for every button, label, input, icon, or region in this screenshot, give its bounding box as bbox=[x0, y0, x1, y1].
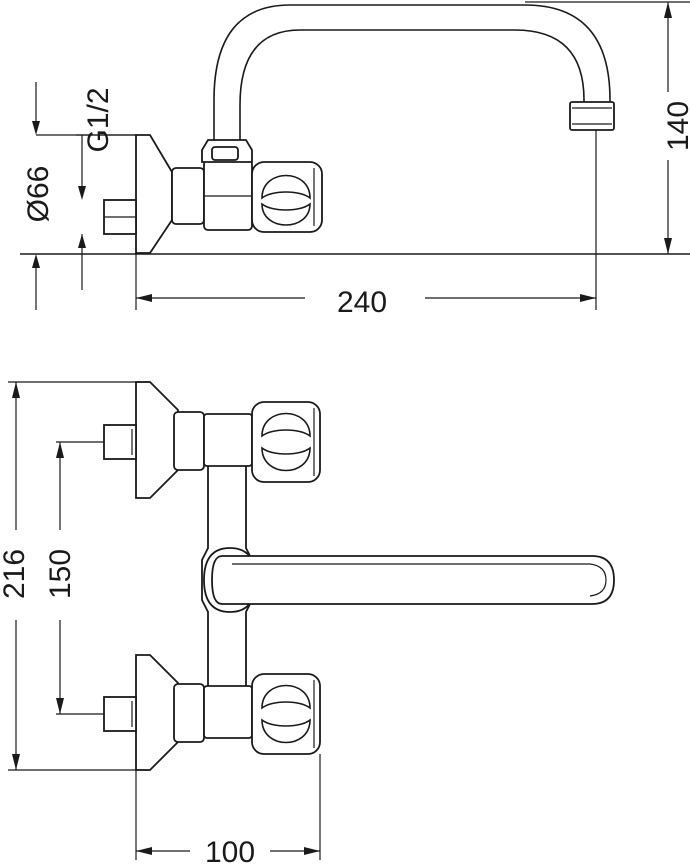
dim-pipe-thread: G1/2 bbox=[76, 87, 136, 290]
dim-flange-diameter: Ø66 bbox=[22, 82, 136, 310]
dim-center-distance: 150 bbox=[44, 441, 104, 715]
side-view: G1/2 Ø66 240 140 bbox=[20, 1, 690, 319]
front-bottom-flange bbox=[135, 654, 179, 771]
dim-spout-reach-label: 240 bbox=[337, 286, 387, 319]
front-spout bbox=[203, 547, 615, 613]
side-aerator bbox=[569, 101, 615, 131]
front-top-pipe-stub bbox=[103, 424, 137, 460]
side-body-shank bbox=[171, 167, 205, 225]
dim-overall-height-label: 216 bbox=[0, 549, 31, 599]
side-spout-pipe bbox=[213, 4, 611, 140]
dim-height: 140 bbox=[525, 1, 690, 254]
front-view: 216 150 100 bbox=[0, 381, 615, 868]
dim-spout-reach: 240 bbox=[135, 130, 597, 319]
dim-flange-diameter-label: Ø66 bbox=[22, 166, 55, 223]
side-wall-flange bbox=[135, 134, 173, 254]
front-bottom-pipe-stub bbox=[103, 696, 137, 732]
dim-height-label: 140 bbox=[662, 101, 690, 151]
side-handle bbox=[251, 161, 323, 233]
dim-pipe-thread-label: G1/2 bbox=[82, 87, 115, 152]
front-bottom-handle bbox=[251, 673, 321, 755]
dim-overall-height: 216 bbox=[0, 381, 150, 771]
side-valve-body bbox=[203, 159, 253, 231]
dim-depth: 100 bbox=[135, 754, 321, 868]
dim-center-distance-label: 150 bbox=[44, 549, 77, 599]
dim-depth-label: 100 bbox=[205, 836, 255, 868]
front-top-handle bbox=[251, 401, 321, 483]
front-top-flange bbox=[135, 381, 179, 499]
